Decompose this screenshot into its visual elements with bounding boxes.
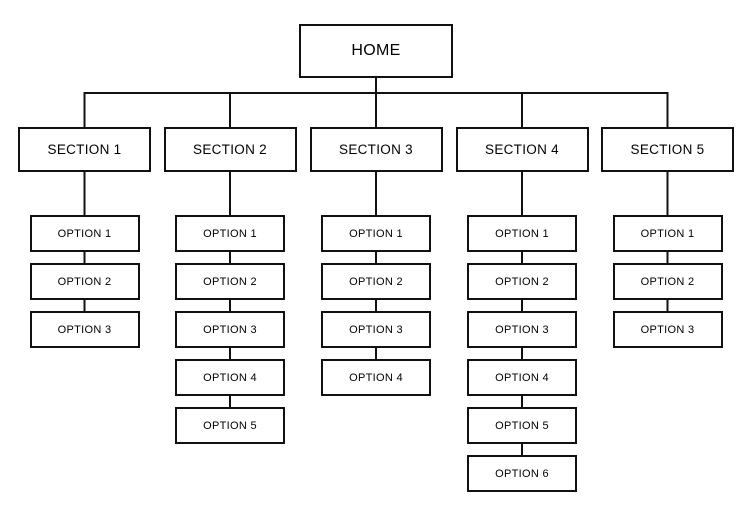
section-5-option-1-node: OPTION 1 (612, 215, 723, 252)
section-5-option-3-node: OPTION 3 (612, 311, 723, 348)
section-1-option-2-node: OPTION 2 (29, 263, 140, 300)
section-3-option-4-node: OPTION 4 (321, 359, 431, 396)
section-4-option-3-node: OPTION 3 (467, 311, 577, 348)
section-2-option-4-node: OPTION 4 (175, 359, 285, 396)
section-3-option-1-node: OPTION 1 (321, 215, 431, 252)
section-1-node: SECTION 1 (18, 127, 151, 172)
section-2-option-2-node: OPTION 2 (175, 263, 285, 300)
section-2-option-1-node: OPTION 1 (175, 215, 285, 252)
section-2-option-3-node: OPTION 3 (175, 311, 285, 348)
section-4-option-6-node: OPTION 6 (467, 455, 577, 492)
section-4-option-1-node: OPTION 1 (467, 215, 577, 252)
section-3-option-2-node: OPTION 2 (321, 263, 431, 300)
section-4-option-4-node: OPTION 4 (467, 359, 577, 396)
section-2-option-5-node: OPTION 5 (175, 407, 285, 444)
section-3-option-3-node: OPTION 3 (321, 311, 431, 348)
section-4-option-2-node: OPTION 2 (467, 263, 577, 300)
home-node: HOME (299, 24, 453, 78)
section-4-node: SECTION 4 (455, 127, 589, 172)
section-2-node: SECTION 2 (163, 127, 297, 172)
section-5-node: SECTION 5 (601, 127, 734, 172)
section-5-option-2-node: OPTION 2 (612, 263, 723, 300)
section-1-option-3-node: OPTION 3 (29, 311, 140, 348)
section-1-option-1-node: OPTION 1 (29, 215, 140, 252)
section-3-node: SECTION 3 (309, 127, 443, 172)
section-4-option-5-node: OPTION 5 (467, 407, 577, 444)
